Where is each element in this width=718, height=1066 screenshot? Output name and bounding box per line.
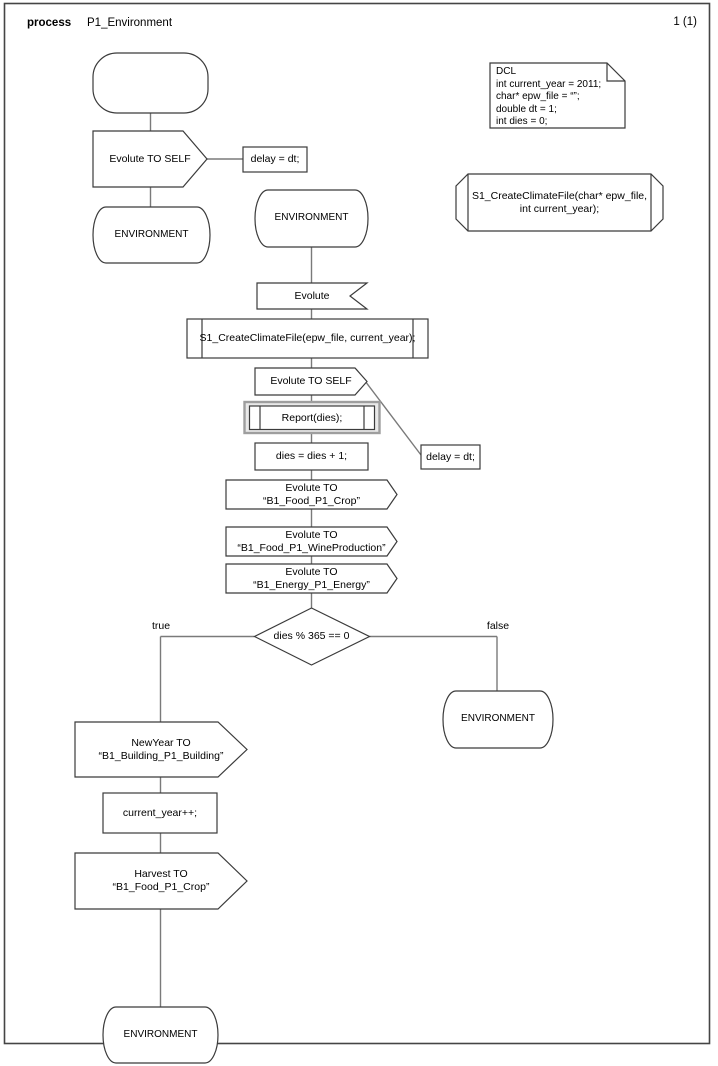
delay-task-1-shape[interactable] bbox=[242, 146, 308, 173]
decision-dies-mod-365-shape[interactable] bbox=[253, 607, 371, 666]
call-report-shape[interactable] bbox=[243, 400, 381, 435]
delay-task-2-shape[interactable] bbox=[420, 444, 481, 470]
task-increment-year-shape[interactable] bbox=[102, 792, 218, 834]
dcl-note-shape[interactable] bbox=[489, 62, 626, 129]
send-harvest-shape[interactable] bbox=[74, 852, 248, 910]
send-evolute-wine-shape[interactable] bbox=[225, 526, 398, 557]
send-evolute-self-1-shape[interactable] bbox=[92, 130, 208, 188]
comment-connector[interactable] bbox=[355, 368, 422, 456]
state-environment-bottom-shape[interactable] bbox=[102, 1006, 219, 1064]
send-evolute-energy-shape[interactable] bbox=[225, 563, 398, 594]
input-evolute-shape[interactable] bbox=[256, 282, 369, 310]
page-border bbox=[3, 2, 711, 1045]
send-newyear-shape[interactable] bbox=[74, 721, 248, 778]
send-evolute-self-2-shape[interactable] bbox=[254, 367, 368, 396]
call-create-climate-file-shape[interactable] bbox=[186, 318, 429, 359]
start-symbol[interactable] bbox=[92, 52, 209, 114]
send-evolute-crop-shape[interactable] bbox=[225, 479, 398, 510]
procedure-declaration-shape[interactable] bbox=[455, 173, 664, 232]
task-increment-dies-shape[interactable] bbox=[254, 442, 369, 471]
state-environment-left-shape[interactable] bbox=[92, 206, 211, 264]
state-environment-top-shape[interactable] bbox=[254, 189, 369, 248]
state-environment-false-shape[interactable] bbox=[442, 690, 554, 749]
